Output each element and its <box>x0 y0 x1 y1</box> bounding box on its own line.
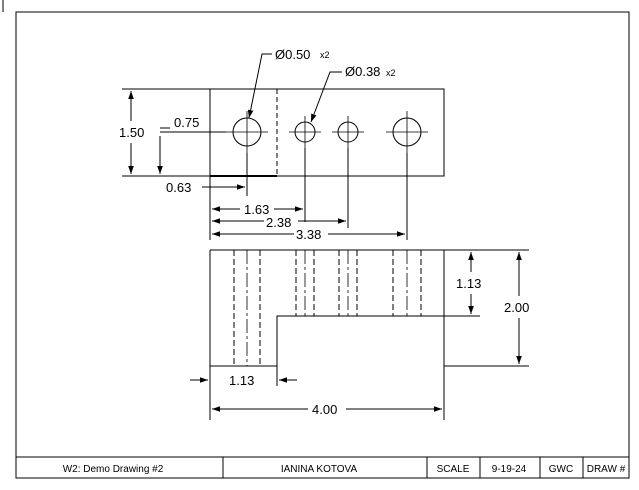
dim-step-height <box>444 249 529 317</box>
dim-total-height <box>444 252 529 367</box>
top-view: Ø0.50 x2 Ø0.38 x2 1.50 0.75 <box>119 47 445 242</box>
center-lines-front <box>246 250 408 366</box>
title-block-drawing-no: DRAW # <box>587 464 626 475</box>
dim-total-width <box>212 316 445 420</box>
leader-small-hole <box>310 71 342 123</box>
dim-text-step-height: 1.13 <box>456 276 481 291</box>
dim-text-total-width: 4.00 <box>312 402 337 417</box>
dim-step-width <box>190 366 297 420</box>
leader-large-hole <box>247 53 272 119</box>
title-block <box>16 456 629 478</box>
callout-large-hole: Ø0.50 <box>275 47 310 62</box>
sheet-border <box>2 0 630 479</box>
hole-large-2 <box>386 111 428 153</box>
hole-small-2 <box>332 116 364 148</box>
hole-large-1 <box>226 111 268 153</box>
top-view-outline <box>209 88 445 177</box>
dim-text-3-38: 3.38 <box>296 227 321 242</box>
hole-small-1 <box>289 116 321 148</box>
dim-text-0-75: 0.75 <box>174 115 199 130</box>
callout-large-hole-qty: x2 <box>320 50 330 60</box>
dim-height-1-50 <box>122 88 210 177</box>
title-block-title: W2: Demo Drawing #2 <box>63 464 164 475</box>
callout-small-hole: Ø0.38 <box>345 64 380 79</box>
dim-text-1-50: 1.50 <box>119 125 144 140</box>
dim-text-2-38: 2.38 <box>266 215 291 230</box>
dim-text-step-width: 1.13 <box>229 373 254 388</box>
title-block-date: 9-19-24 <box>492 464 527 475</box>
title-block-checker: GWC <box>549 464 573 475</box>
title-block-scale: SCALE <box>437 464 470 475</box>
dim-text-total-height: 2.00 <box>504 300 529 315</box>
front-view: 1.13 2.00 1.13 4.00 <box>190 249 529 420</box>
hidden-lines-holes <box>233 250 422 366</box>
dim-hole-center-0-75 <box>157 127 226 174</box>
callout-small-hole-qty: x2 <box>386 68 396 78</box>
title-block-author: IANINA KOTOVA <box>281 464 358 475</box>
front-view-outline <box>209 249 445 367</box>
dim-text-1-63: 1.63 <box>244 202 269 217</box>
dim-text-0-63: 0.63 <box>166 180 191 195</box>
